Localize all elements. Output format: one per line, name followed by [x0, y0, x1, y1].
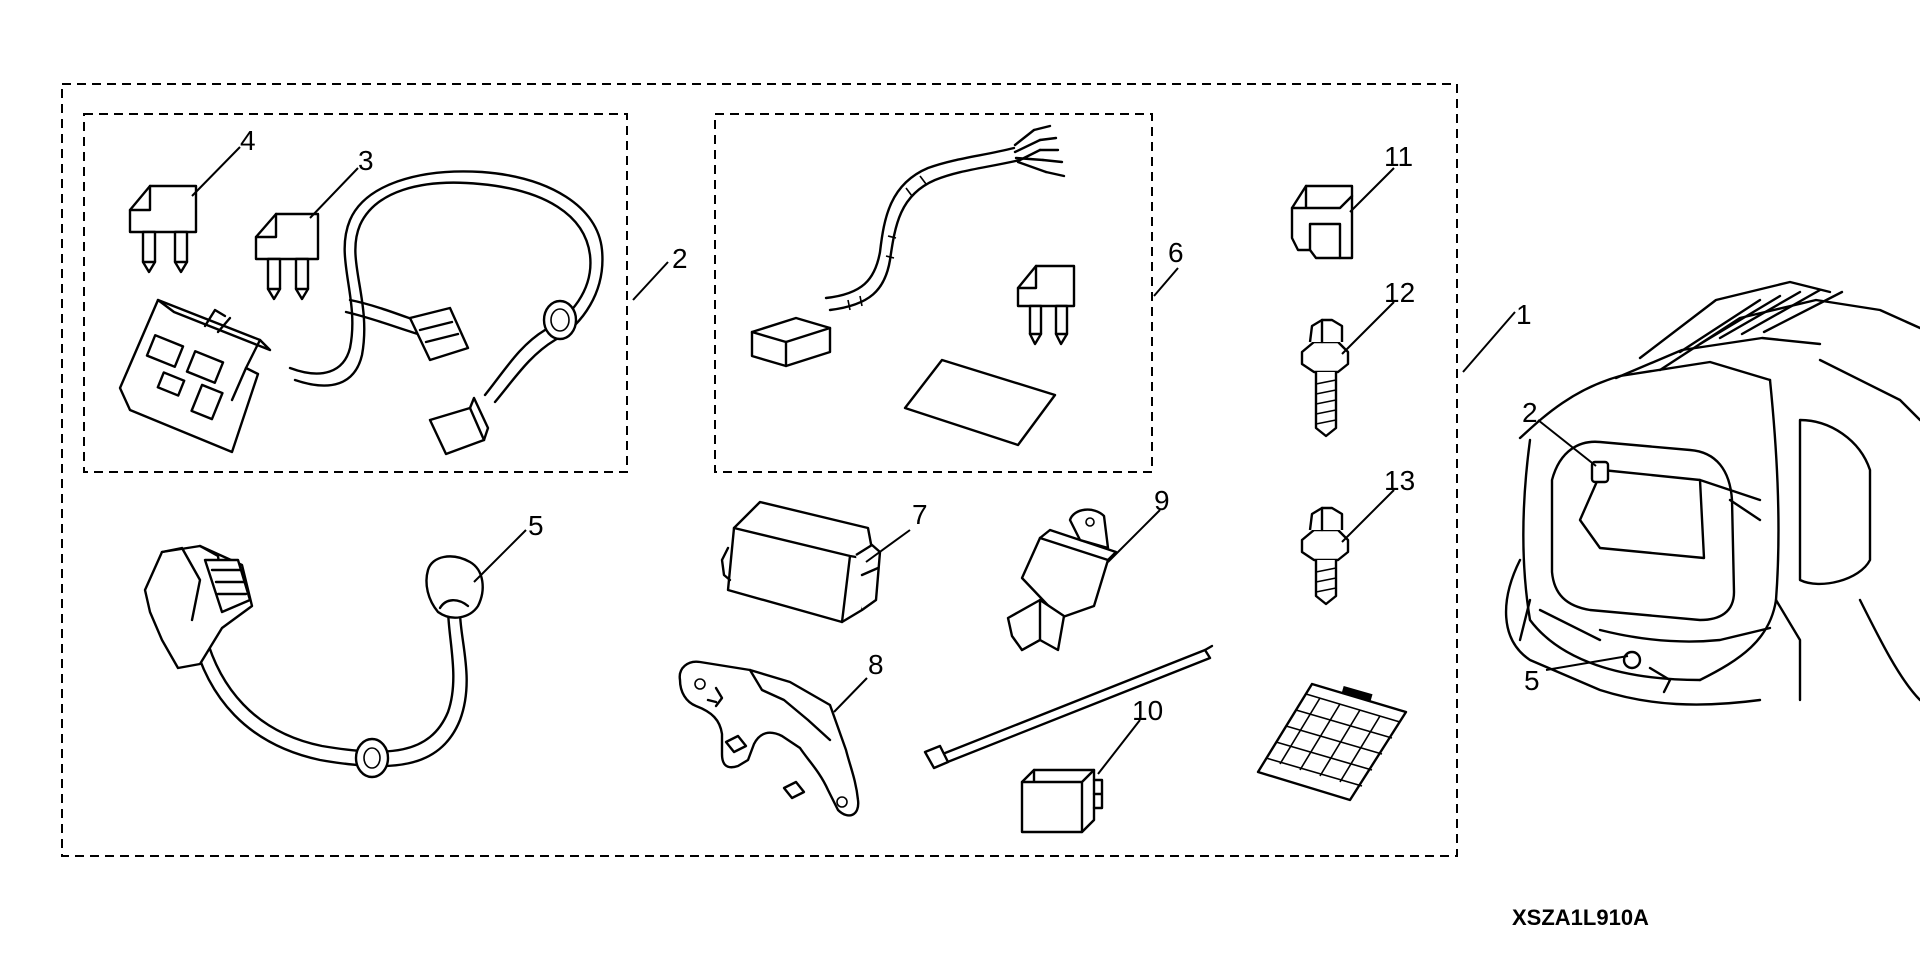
kit-boundary [61, 83, 1458, 857]
wire-harness-part-2 [118, 170, 604, 456]
callout-8: 8 [868, 649, 884, 680]
callout-12: 12 [1384, 277, 1415, 308]
bolt-part-12 [1300, 318, 1350, 438]
leader-lines [191, 146, 1629, 775]
callout-13: 13 [1384, 465, 1415, 496]
callout-4: 4 [240, 125, 256, 156]
label-card [1256, 682, 1408, 802]
relay-part-10 [1020, 768, 1104, 834]
wire-sub-kit-part-6 [750, 124, 1076, 447]
sub-kit-6-boundary [714, 113, 1153, 473]
fuse-part-4 [128, 184, 198, 274]
vehicle-callout-5: 5 [1524, 665, 1540, 696]
relay-unit-part-9 [1006, 508, 1118, 652]
reference-code: XSZA1L910A [1512, 905, 1649, 930]
vehicle-callout-2: 2 [1522, 397, 1538, 428]
callout-11: 11 [1384, 141, 1413, 172]
callout-9: 9 [1154, 485, 1170, 516]
fuse-part-3 [254, 212, 320, 301]
bolt-part-13 [1300, 506, 1350, 606]
callout-3: 3 [358, 145, 374, 176]
bracket-part-8 [678, 660, 860, 817]
callout-1: 1 [1516, 299, 1532, 330]
control-unit-part-7 [720, 500, 882, 624]
callout-2: 2 [672, 243, 688, 274]
callout-6: 6 [1168, 237, 1184, 268]
tie-wrap [923, 644, 1214, 770]
fuse-holder-part-11 [1290, 184, 1354, 260]
callout-5: 5 [528, 510, 544, 541]
callout-7: 7 [912, 499, 928, 530]
vehicle-rear-view [1504, 280, 1920, 706]
trailer-harness-part-5 [143, 544, 484, 779]
callout-10: 10 [1132, 695, 1163, 726]
sub-kit-2-boundary [83, 113, 628, 473]
